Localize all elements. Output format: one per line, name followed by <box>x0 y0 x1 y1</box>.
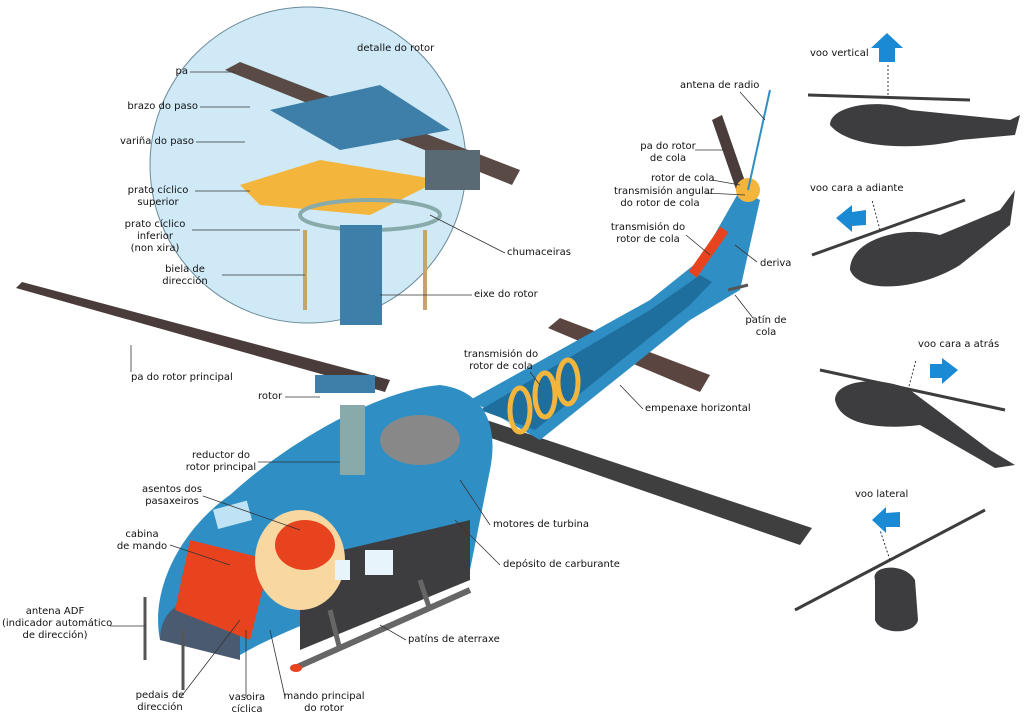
flight-mode-backward: voo cara a atrás <box>918 339 1000 350</box>
label-deriva: deriva <box>760 258 792 269</box>
line: transmisión angular <box>614 186 715 197</box>
line: de dirección) <box>22 630 88 641</box>
landing-skid <box>293 587 472 671</box>
line: (indicador automático <box>2 618 113 629</box>
flight-mode-forward: voo cara a adiante <box>810 183 904 194</box>
line: antena ADF <box>25 606 85 617</box>
line: (non xira) <box>130 243 180 254</box>
line: asentos dos <box>142 484 202 495</box>
main-rotor-blade-left <box>16 282 390 392</box>
line: pedais de <box>135 690 185 701</box>
line: rotor de cola <box>469 361 533 372</box>
line: pa do rotor <box>640 141 696 152</box>
label-rotor: rotor <box>258 391 283 402</box>
line: cola <box>755 327 777 338</box>
line: reductor do <box>191 450 251 461</box>
label-chumaceiras: chumaceiras <box>507 247 571 258</box>
line: cíclica <box>231 704 263 715</box>
line: de cola <box>649 153 687 164</box>
line: rotor principal <box>185 462 257 473</box>
label-antena-radio: antena de radio <box>680 80 760 91</box>
flight-mode-lateral: voo lateral <box>855 489 909 500</box>
line: do rotor de cola <box>620 198 700 209</box>
flight-mode-silhouettes <box>794 93 1020 632</box>
label-varina-do-paso: variña do paso <box>119 136 194 147</box>
label-pa-rotor-principal: pa do rotor principal <box>131 372 233 383</box>
arrow-up-icon <box>871 33 903 62</box>
arrow-left-icon <box>836 205 866 232</box>
line: prato cíclico <box>127 185 189 196</box>
label-empenaxe: empenaxe horizontal <box>645 403 751 414</box>
main-rotor-blade-right <box>410 398 812 545</box>
detail-title: detalle do rotor <box>357 43 435 54</box>
line: mando principal <box>283 691 365 702</box>
tail-rotor-blade <box>712 115 748 195</box>
line: prato cíclico <box>124 219 186 230</box>
line: vasoira <box>228 692 266 703</box>
line: transmisión do <box>610 222 686 233</box>
label-eixe-do-rotor: eixe do rotor <box>474 289 538 300</box>
line: de mando <box>116 541 168 552</box>
arrow-right-icon <box>930 358 958 384</box>
line: inferior <box>137 231 173 242</box>
line: patín de <box>745 315 787 326</box>
label-brazo-do-paso: brazo do paso <box>127 101 198 112</box>
line: superior <box>137 197 179 208</box>
label-motores: motores de turbina <box>493 519 589 530</box>
line: cabina <box>125 529 159 540</box>
label-pa: pa <box>175 66 188 77</box>
line: dirección <box>162 276 208 287</box>
flight-mode-vertical: voo vertical <box>810 48 869 59</box>
arrow-left-icon <box>872 507 900 533</box>
line: dirección <box>137 702 183 713</box>
label-patins: patíns de aterraxe <box>408 634 500 645</box>
line: transmisión do <box>463 349 539 360</box>
line: pasaxeiros <box>145 496 199 507</box>
line: do rotor <box>304 703 344 714</box>
line: biela de <box>165 264 205 275</box>
label-rotor-cola: rotor de cola <box>651 173 715 184</box>
tail-boom-shade <box>480 275 712 430</box>
label-deposito: depósito de carburante <box>503 559 620 570</box>
line: rotor de cola <box>616 234 680 245</box>
